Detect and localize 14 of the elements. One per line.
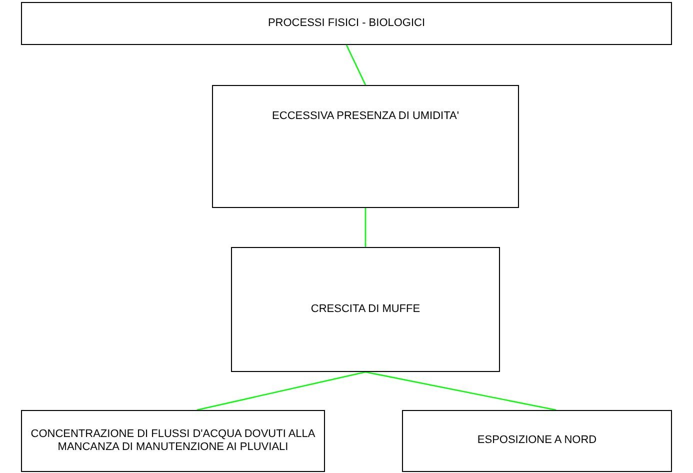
connector-line bbox=[196, 371, 366, 411]
process-box bbox=[21, 2, 672, 45]
box-label: CRESCITA DI MUFFE bbox=[310, 302, 420, 316]
process-box bbox=[212, 85, 519, 208]
process-box bbox=[21, 410, 325, 472]
connector-line bbox=[364, 208, 366, 247]
connector-line bbox=[346, 44, 366, 86]
box-label: PROCESSI FISICI - BIOLOGICI bbox=[268, 16, 426, 30]
process-box bbox=[402, 410, 672, 472]
process-box bbox=[231, 247, 500, 372]
box-label: CONCENTRAZIONE DI FLUSSI D'ACQUA DOVUTI ALLA MANCANZA DI MANUTENZIONE AI PLUVIALI bbox=[30, 428, 316, 454]
box-label: ESPOSIZIONE A NORD bbox=[477, 434, 597, 448]
box-label: ECCESSIVA PRESENZA DI UMIDITA' bbox=[272, 110, 459, 124]
connector-line bbox=[365, 371, 556, 411]
